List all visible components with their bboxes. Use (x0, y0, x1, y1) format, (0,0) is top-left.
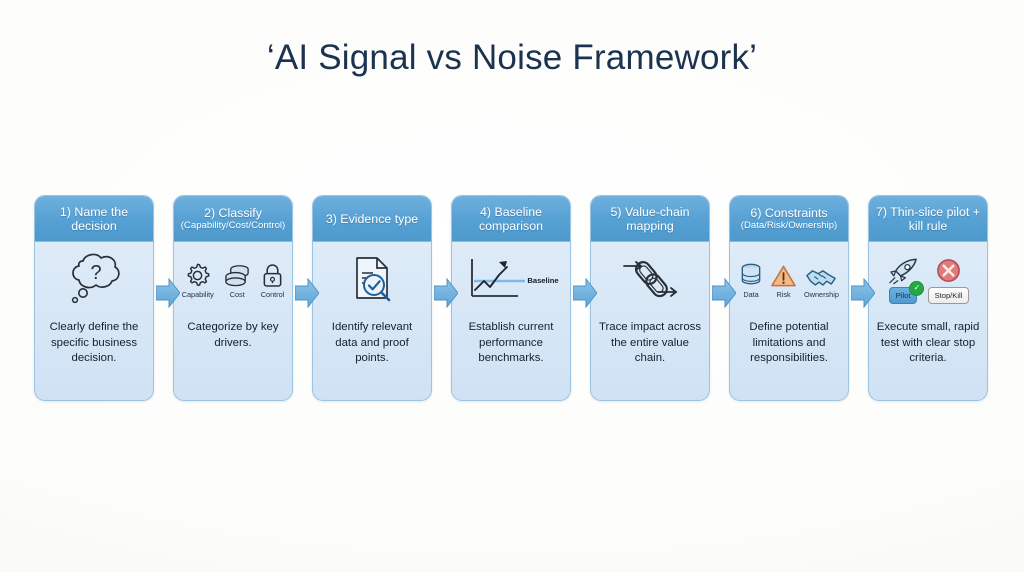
step-subtitle-6: (Data/Risk/Ownership) (740, 220, 838, 231)
icon-label-baseline: Baseline (527, 275, 559, 285)
icon-label-cost: Cost (229, 289, 245, 299)
step-title-4: 4) Baseline comparison (478, 204, 544, 233)
step-card-2[interactable]: 2) Classify (Capability/Cost/Control) Ca… (173, 195, 293, 401)
document-magnifier-check-icon (356, 257, 391, 302)
icon-cell-cost: Cost (223, 262, 252, 299)
stop-kill-x-icon (937, 258, 960, 282)
step-card-1[interactable]: 1) Name the decision ? Clearly define th… (34, 195, 154, 401)
step-title-2: 2) Classify (204, 206, 262, 220)
step-header-3: 3) Evidence type (313, 196, 431, 242)
lock-icon (263, 263, 282, 287)
rocket-icon (888, 258, 917, 284)
step-header-7: 7) Thin-slice pilot + kill rule (869, 196, 987, 242)
chain-link-arrows-icon (623, 261, 678, 298)
step-card-3[interactable]: 3) Evidence type Identify relevant data … (312, 195, 432, 401)
thought-bubble-question-icon: ? (71, 253, 120, 304)
icon-label-data: Data (743, 289, 759, 299)
step-icon-1: ? (35, 242, 153, 314)
icon-cell-pilot: Pilot ✓ (887, 257, 925, 304)
coins-icon (225, 264, 249, 286)
step-icon-4: Baseline (452, 242, 570, 314)
step-subtitle-2: (Capability/Cost/Control) (180, 220, 286, 231)
step-title-7: 7) Thin-slice pilot + kill rule (875, 204, 981, 233)
step-description-6: Define potential limitations and respons… (749, 321, 829, 364)
svg-text:?: ? (90, 262, 101, 284)
arrow-5-to-6 (712, 278, 736, 308)
icon-label-control: Control (260, 289, 285, 299)
arrow-3-to-4 (434, 278, 458, 308)
arrow-1-to-2 (156, 278, 180, 308)
step-card-4[interactable]: 4) Baseline comparison Baseline Establis… (451, 195, 571, 401)
warning-triangle-icon (771, 265, 796, 286)
step-icon-6: Data Risk (730, 242, 848, 314)
check-badge-icon: ✓ (909, 280, 925, 296)
page-title: ‘AI Signal vs Noise Framework’ (266, 38, 758, 77)
icon-label-capability: Capability (181, 289, 214, 299)
icon-label-risk: Risk (776, 289, 791, 299)
step-header-4: 4) Baseline comparison (452, 196, 570, 242)
step-icon-2: Capability Cost (174, 242, 292, 314)
icon-cell-capability: Capability (182, 262, 214, 299)
icon-cell-control: Control (260, 262, 285, 299)
icon-cell-stopkill: Stop/Kill (927, 258, 970, 304)
step-card-6[interactable]: 6) Constraints (Data/Risk/Ownership) Dat… (729, 195, 849, 401)
step-icon-7: Pilot ✓ Stop/Kill (869, 242, 987, 314)
step-header-5: 5) Value-chain mapping (591, 196, 709, 242)
step-header-2: 2) Classify (Capability/Cost/Control) (174, 196, 292, 242)
step-header-1: 1) Name the decision (35, 196, 153, 242)
icon-cell-risk: Risk (770, 263, 797, 299)
step-description-2: Categorize by key drivers. (187, 321, 279, 349)
step-header-6: 6) Constraints (Data/Risk/Ownership) (730, 196, 848, 242)
step-card-7[interactable]: 7) Thin-slice pilot + kill rule Pilot (868, 195, 988, 401)
database-icon (741, 263, 761, 284)
step-icon-3 (313, 242, 431, 314)
step-description-5: Trace impact across the entire value cha… (598, 321, 702, 364)
line-chart-baseline-icon (471, 259, 526, 297)
step-description-7: Execute small, rapid test with clear sto… (876, 321, 980, 364)
arrow-6-to-7 (851, 278, 875, 308)
icon-cell-data: Data (739, 262, 763, 299)
arrow-2-to-3 (295, 278, 319, 308)
step-description-4: Establish current performance benchmarks… (468, 321, 554, 364)
step-title-1: 1) Name the decision (59, 204, 129, 233)
step-card-5[interactable]: 5) Value-chain mapping (590, 195, 710, 401)
step-title-3: 3) Evidence type (325, 211, 419, 226)
step-title-6: 6) Constraints (750, 206, 828, 220)
process-flow: 1) Name the decision ? Clearly define th… (34, 195, 992, 401)
step-title-5: 5) Value-chain mapping (610, 204, 690, 233)
step-icon-5 (591, 242, 709, 314)
gear-icon (187, 263, 210, 286)
pilot-button-wrap[interactable]: Pilot ✓ (888, 280, 925, 304)
handshake-icon (806, 269, 837, 286)
step-description-1: Clearly define the specific business dec… (49, 321, 139, 364)
icon-cell-ownership: Ownership (804, 264, 839, 299)
step-description-3: Identify relevant data and proof points. (331, 321, 413, 364)
stop-kill-button[interactable]: Stop/Kill (927, 286, 970, 304)
icon-label-ownership: Ownership (804, 289, 839, 299)
arrow-4-to-5 (573, 278, 597, 308)
